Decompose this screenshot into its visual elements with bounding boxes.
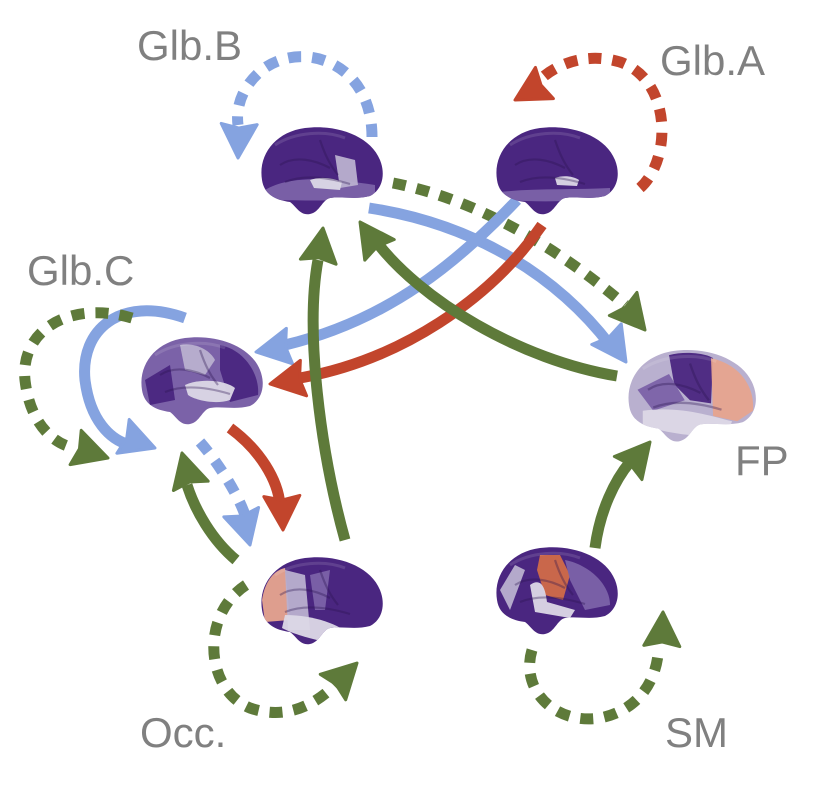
label-occ: Occ. [140,709,227,756]
arrowhead-icon [318,661,359,702]
edge-sm-to-sm-dashed [524,610,682,725]
arrowhead-icon [68,428,110,467]
arrowhead-icon [254,326,295,366]
label-glb-c: Glb.C [27,247,135,294]
edge-line [19,307,134,454]
edge-glb_c-to-occ-solid [226,423,302,532]
edge-glb_b-to-fp-dashed [391,177,647,332]
brains-layer [141,127,756,645]
edge-fp-to-glb_b-solid [358,220,618,382]
edge-glb_c-to-occ-dashed [195,438,261,547]
label-fp: FP [735,437,789,484]
label-glb-a: Glb.A [660,37,766,84]
arrowhead-icon [590,322,628,364]
edges-layer [19,51,682,725]
edge-line [79,305,187,451]
edge-occ-to-occ-dashed [208,580,359,718]
edge-glb_a-to-glb_c-solid [268,221,547,398]
edge-line [524,648,664,725]
edge-line [589,458,635,549]
brain-fp [628,350,756,442]
edge-line [307,258,351,542]
arrowhead-icon [607,290,647,332]
edge-line [533,52,668,193]
brain-glb_b [261,127,383,215]
arrowhead-icon [262,493,302,532]
arrowhead-icon [219,121,259,160]
label-glb-b: Glb.B [137,22,243,69]
edge-glb_a-to-glb_c-solid [254,196,521,366]
arrowhead-icon [171,451,210,493]
brain-surface [261,127,383,215]
edge-glb_b-to-glb_b-dashed [219,51,378,160]
brain-glb_a [496,127,618,215]
edge-glb_c-to-glb_c-solid [79,305,187,455]
arrowhead-icon [642,610,682,649]
arrowhead-icon [612,440,652,482]
edge-line [299,221,547,384]
edge-occ-to-glb_c-solid [171,451,240,565]
edge-glb_a-to-glb_a-dashed [513,52,668,193]
brain-occ [261,557,383,645]
arrowhead-icon [115,417,157,455]
brain-sm [496,547,618,635]
edge-line [232,51,378,138]
edge-line [391,177,629,310]
edge-sm-to-fp-solid [589,440,652,549]
arrowhead-icon [513,65,555,102]
edge-line [181,483,240,565]
edge-line [195,438,251,517]
arrowhead-icon [298,226,338,266]
edge-occ-to-glb_b-solid [298,226,351,542]
edge-line [370,236,618,382]
edge-line [226,423,286,506]
arrowhead-icon [358,220,396,262]
brain-glb_c [141,337,263,425]
label-sm: SM [665,709,728,756]
arrowhead-icon [268,358,309,398]
edge-glb_c-to-glb_c-dashed [19,307,134,467]
arrowhead-icon [222,505,261,547]
